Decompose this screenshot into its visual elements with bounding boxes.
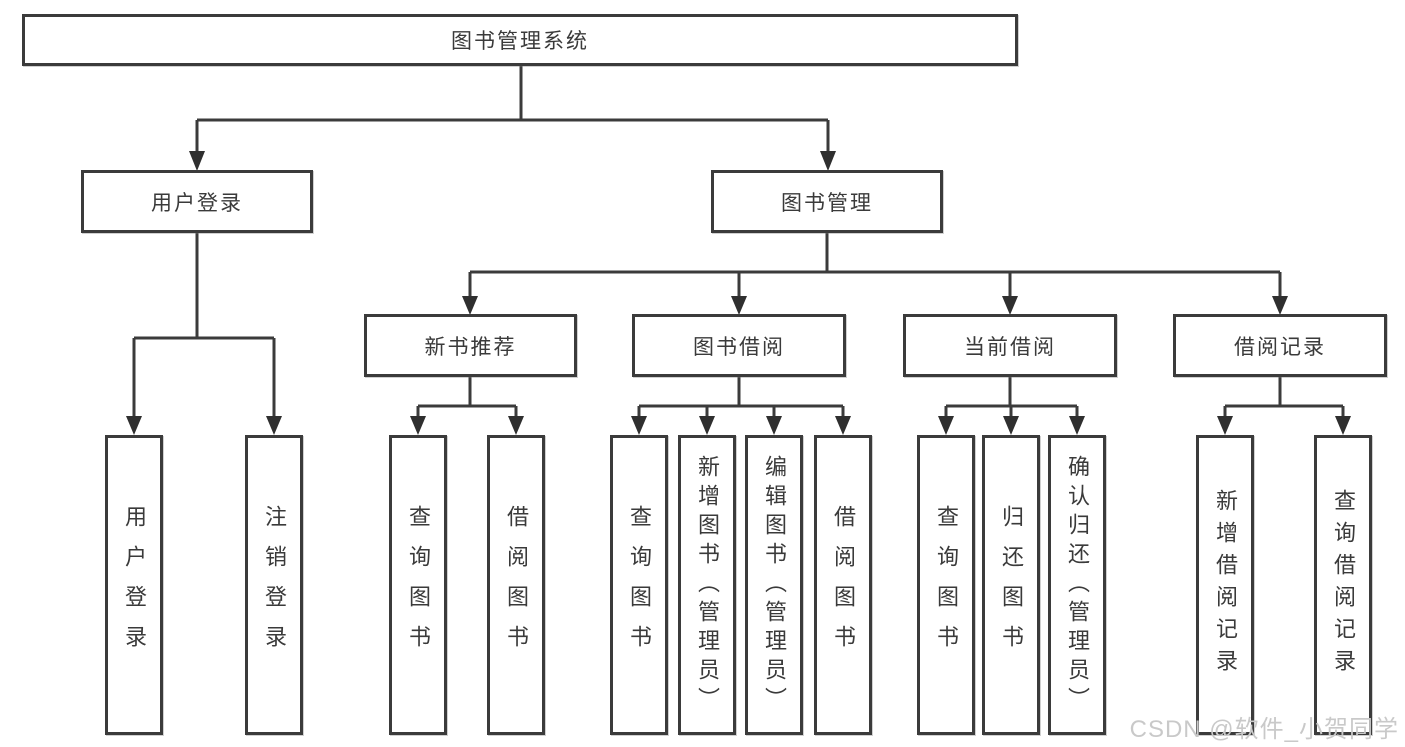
connector-current-borrowing-to-children [938,377,1085,435]
connector-user-login-to-children [126,233,282,435]
leaf-label: 确认归还（管理员） [1065,454,1090,716]
node-user-login: 用户登录 [81,170,313,233]
leaf-label: 查询借阅记录 [1331,489,1356,681]
arrowhead-down-icon [410,416,426,435]
arrowhead-down-icon [699,416,715,435]
connector-line [1223,377,1345,417]
arrowhead-down-icon [189,151,205,171]
leaf-query-borrow-record: 查询借阅记录 [1314,435,1372,735]
node-label: 借阅记录 [1234,335,1326,359]
node-book-management: 图书管理 [711,170,943,233]
arrowhead-down-icon [1003,416,1019,435]
node-label: 图书借阅 [693,335,785,359]
node-label: 图书管理系统 [451,30,589,53]
leaf-return-books: 归还图书 [982,435,1040,735]
leaf-label: 用户登录 [122,505,147,665]
watermark: CSDN @软件_小贺同学 [1129,716,1399,743]
arrowhead-down-icon [1272,296,1288,315]
arrowhead-down-icon [731,296,747,315]
node-label: 当前借阅 [964,335,1056,359]
leaf-label: 新增图书（管理员） [695,454,720,716]
leaf-query-books: 查询图书 [389,435,447,735]
connector-root-to-level2 [189,66,836,171]
node-label: 图书管理 [781,191,873,215]
leaf-confirm-return-admin: 确认归还（管理员） [1048,435,1106,735]
connector-new-book-to-children [410,377,524,435]
arrowhead-down-icon [1335,416,1351,435]
connector-line [944,377,1079,417]
leaf-label: 借阅图书 [831,505,856,665]
arrowhead-down-icon [1217,416,1233,435]
arrowhead-down-icon [266,416,282,435]
connector-borrowing-records-to-children [1217,377,1351,435]
node-book-borrowing: 图书借阅 [632,314,846,377]
connector-line [132,233,276,417]
arrowhead-down-icon [462,296,478,315]
arrowhead-down-icon [508,416,524,435]
leaf-borrow-books: 借阅图书 [487,435,545,735]
arrowhead-down-icon [631,416,647,435]
arrowhead-down-icon [938,416,954,435]
node-label: 新书推荐 [424,335,517,359]
leaf-logout: 注销登录 [245,435,303,735]
leaf-query-books: 查询图书 [917,435,975,735]
arrowhead-down-icon [126,416,142,435]
leaf-label: 查询图书 [406,505,431,665]
node-label: 用户登录 [151,191,243,215]
connector-line [637,377,845,417]
leaf-user-login: 用户登录 [105,435,163,735]
leaf-label: 编辑图书（管理员） [762,454,787,716]
connector-book-borrowing-to-children [631,377,851,435]
connector-line [195,66,830,152]
leaf-label: 归还图书 [999,505,1024,665]
leaf-add-book-admin: 新增图书（管理员） [678,435,736,735]
node-borrowing-records: 借阅记录 [1173,314,1387,377]
connector-line [468,233,1282,297]
connector-book-management-to-level3 [462,233,1288,315]
leaf-query-books: 查询图书 [610,435,668,735]
leaf-label: 查询图书 [934,505,959,665]
leaf-label: 注销登录 [262,505,287,665]
leaf-add-borrow-record: 新增借阅记录 [1196,435,1254,735]
arrowhead-down-icon [1069,416,1085,435]
leaf-label: 借阅图书 [504,505,529,665]
arrowhead-down-icon [820,151,836,171]
leaf-label: 查询图书 [627,505,652,665]
connector-line [416,377,518,417]
node-new-book-recommend: 新书推荐 [364,314,577,377]
arrowhead-down-icon [1002,296,1018,315]
node-library-system: 图书管理系统 [22,14,1018,66]
leaf-borrow-books: 借阅图书 [814,435,872,735]
arrowhead-down-icon [835,416,851,435]
arrowhead-down-icon [766,416,782,435]
leaf-label: 新增借阅记录 [1213,489,1238,681]
node-current-borrowing: 当前借阅 [903,314,1117,377]
leaf-edit-book-admin: 编辑图书（管理员） [745,435,803,735]
